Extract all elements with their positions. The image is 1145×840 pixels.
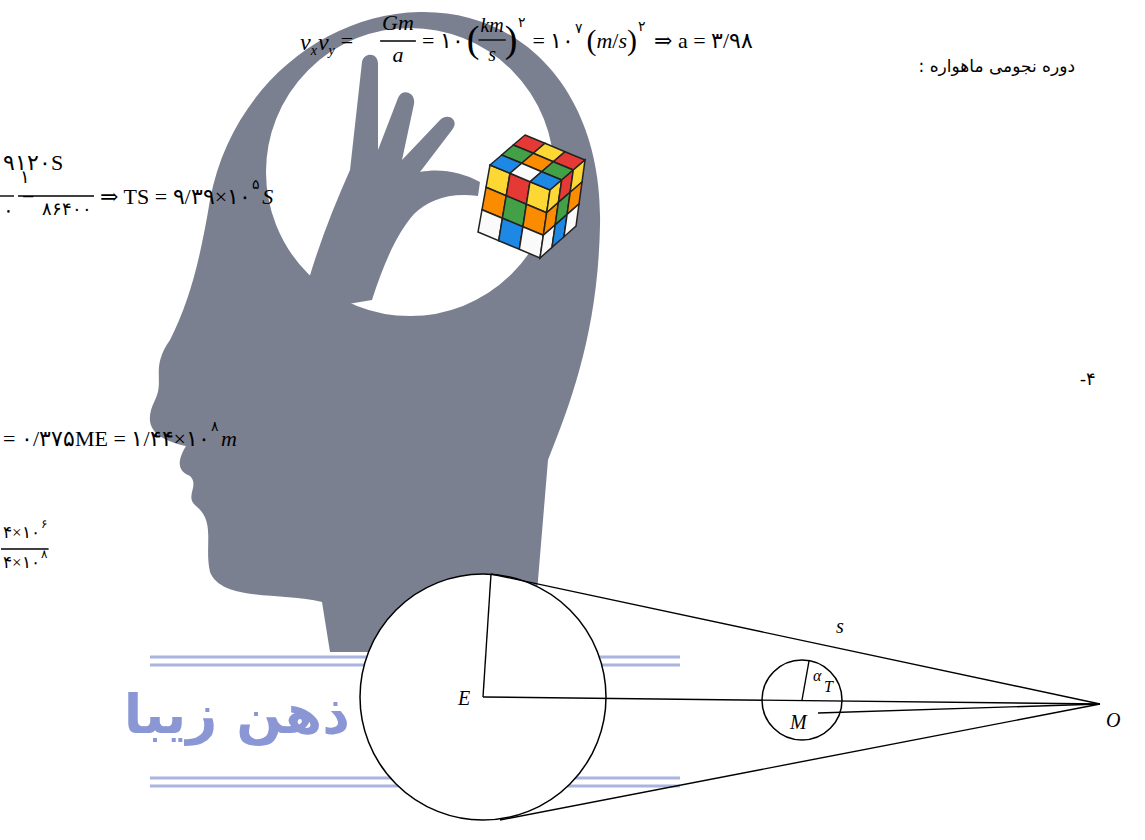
point-label: O	[1106, 710, 1120, 730]
exponent: ۶	[41, 518, 47, 530]
fraction-bar	[380, 40, 416, 41]
problem-number: -۴	[1080, 370, 1096, 388]
parenthesis: )	[627, 25, 637, 55]
exponent: ۲	[638, 20, 646, 34]
equation-term: = ۱۰	[532, 30, 574, 52]
subscript: x	[311, 44, 317, 58]
rubiks-cube	[478, 135, 585, 258]
exponent: ۸	[211, 420, 219, 434]
exponent: ۸	[41, 548, 47, 560]
minus-sign: −	[22, 186, 34, 208]
exponent: ۲	[518, 16, 526, 30]
heading-note: دوره نجومی ماهواره :	[919, 58, 1075, 75]
watermark-text: ذهن زیبا	[124, 688, 350, 742]
unit: S	[262, 186, 273, 208]
circle-outline	[360, 574, 606, 820]
denominator: a	[393, 44, 404, 66]
denominator: ۰	[3, 200, 14, 220]
earth-circle: E	[360, 574, 606, 820]
variable: v	[300, 30, 311, 54]
numerator: Gm	[382, 12, 414, 34]
parenthesis: )	[505, 20, 518, 58]
geometry-lines	[0, 196, 1100, 820]
unit: s	[618, 30, 627, 52]
denominator: s	[488, 44, 496, 64]
point-label: M	[790, 712, 807, 732]
watermark-hand	[300, 55, 480, 312]
equation-term: ۹۱۲۰S	[3, 152, 63, 174]
point-label: T	[824, 679, 833, 695]
numerator: km	[480, 15, 503, 35]
cube-cell	[519, 227, 543, 258]
equation-result: ⇒ a = ۳/۹۸	[654, 30, 753, 52]
parenthesis: (	[467, 20, 480, 58]
equation-term: = ۱۰	[422, 30, 464, 52]
equation-result: ⇒ TS = ۹/۳۹×۱۰	[100, 186, 251, 208]
unit: m	[221, 428, 237, 450]
point-label: s	[836, 616, 844, 636]
watermark-brain	[264, 26, 556, 318]
equals-sign: =	[341, 30, 353, 52]
numerator: ۱	[20, 168, 30, 186]
exponent: ۵	[252, 178, 260, 192]
watermark-head	[150, 12, 600, 652]
parenthesis: (	[586, 25, 596, 55]
moon-circle: MαT	[762, 659, 842, 741]
slash: /	[612, 30, 618, 52]
exponent: ۷	[575, 22, 583, 36]
denominator: ۸۶۴۰۰	[42, 200, 92, 218]
unit: m	[596, 30, 612, 52]
point-label: E	[458, 688, 470, 708]
cube-cell	[499, 218, 523, 249]
cube-cell	[564, 204, 579, 237]
denominator: ۴×۱۰	[3, 554, 40, 571]
equation-term: = ۰/۳۷۵ME = ۱/۴۴×۱۰	[3, 428, 210, 450]
point-label: α	[813, 668, 821, 684]
fraction-bar	[478, 39, 505, 40]
variable: v	[318, 30, 329, 54]
subscript: y	[329, 44, 335, 58]
numerator: ۴×۱۰	[3, 524, 40, 541]
